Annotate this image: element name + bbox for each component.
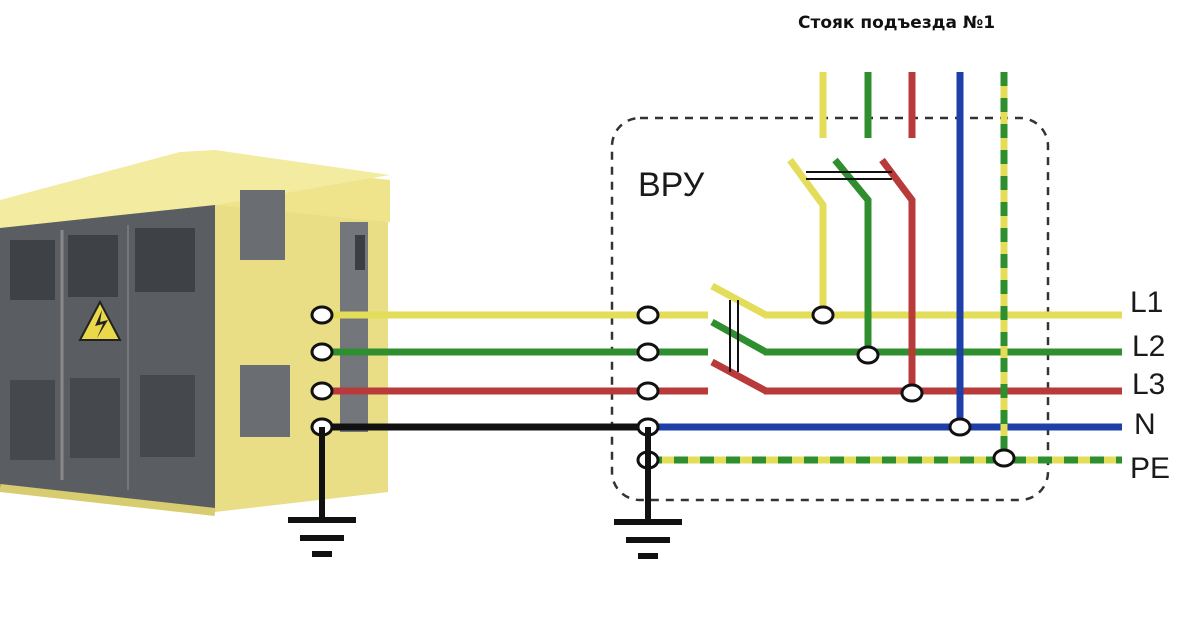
ground-symbol-icon: [614, 519, 682, 559]
label-n: N: [1134, 408, 1156, 441]
riser-title: Стояк подъезда №1: [798, 13, 995, 33]
main-switch: [710, 282, 768, 395]
vru-enclosure: [610, 116, 1050, 502]
label-l2: L2: [1132, 330, 1165, 363]
riser-l2: [832, 72, 872, 352]
riser-switch-bar: [806, 171, 892, 180]
ground-symbol-icon: [288, 517, 356, 557]
label-l1: L1: [1130, 286, 1163, 319]
riser-l1: [787, 72, 827, 312]
label-l3: L3: [1132, 368, 1165, 401]
junction-terminals: [811, 305, 1016, 468]
riser-l3: [879, 72, 916, 391]
transformer-substation-icon: [0, 150, 390, 516]
label-pe: PE: [1130, 452, 1170, 485]
vru-label: ВРУ: [638, 166, 705, 204]
high-voltage-warning-icon: [78, 299, 122, 341]
